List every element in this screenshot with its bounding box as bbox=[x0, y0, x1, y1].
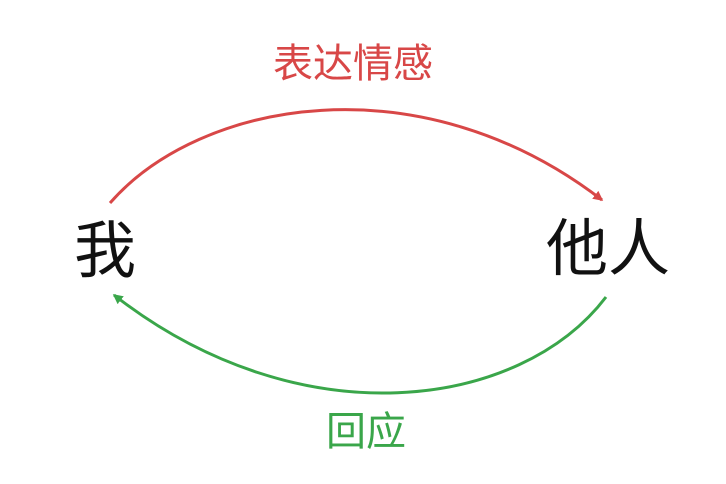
label-express-emotion: 表达情感 bbox=[273, 41, 433, 87]
label-respond: 回应 bbox=[326, 409, 406, 455]
node-self: 我 bbox=[74, 214, 137, 287]
arc-respond bbox=[112, 293, 608, 395]
arc-express-emotion bbox=[108, 108, 604, 204]
node-other: 他人 bbox=[546, 212, 671, 285]
